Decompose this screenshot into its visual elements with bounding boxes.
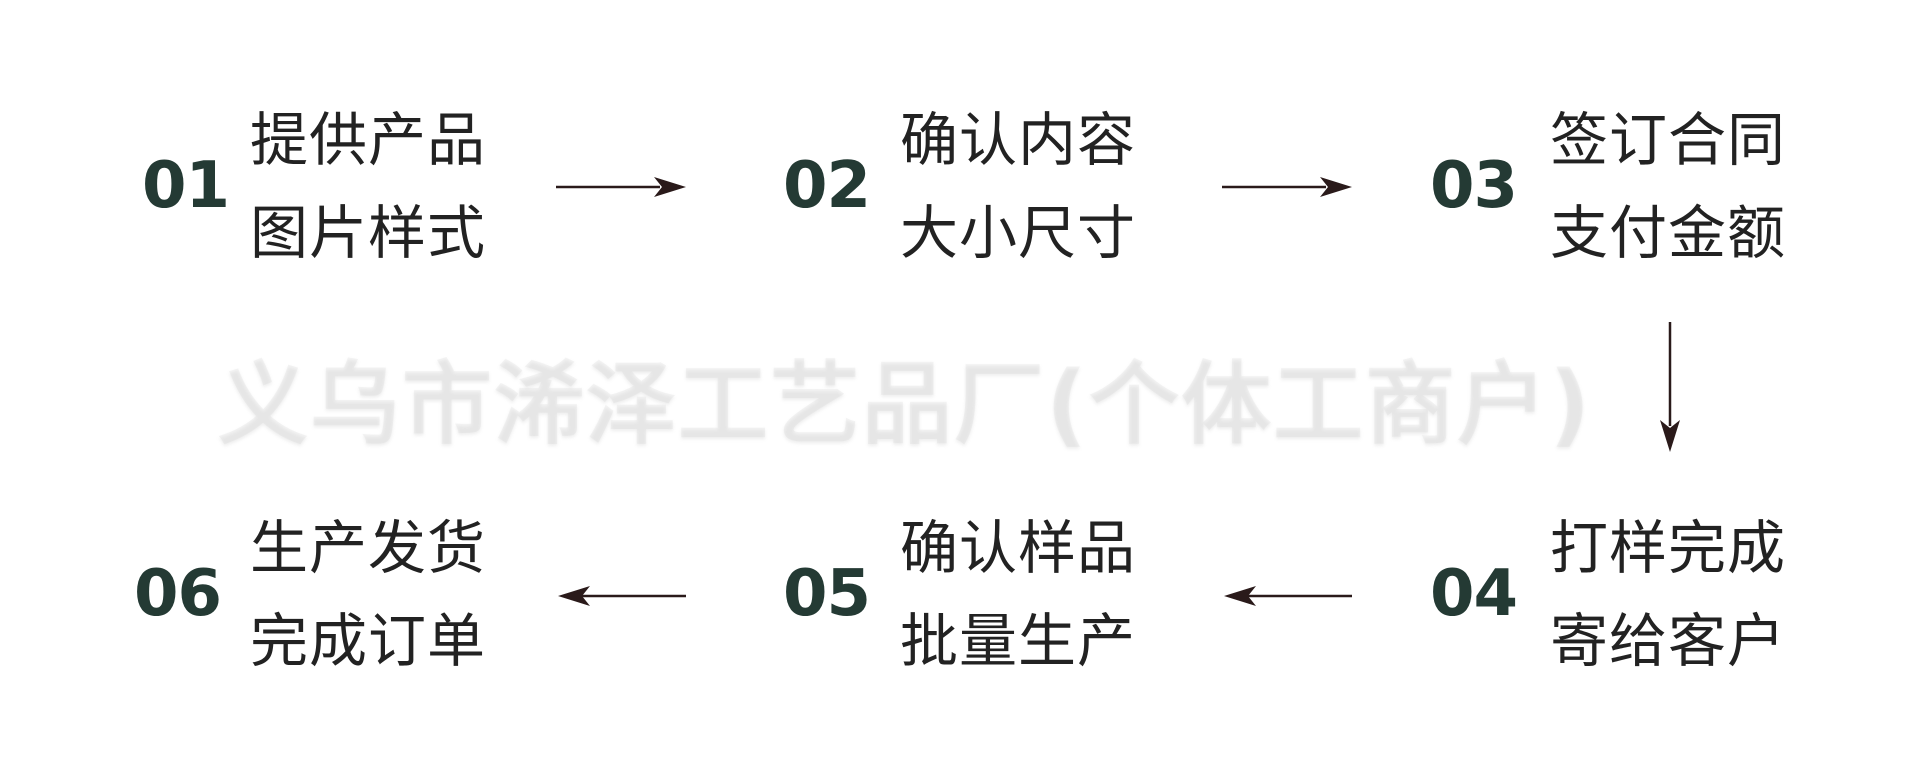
step-label-02: 确认内容 大小尺寸 — [900, 94, 1136, 280]
step-label-05: 确认样品 批量生产 — [900, 502, 1136, 688]
step-label-03-line1: 签订合同 — [1550, 106, 1787, 174]
step-label-06-line2: 完成订单 — [250, 607, 487, 675]
arrow-03-04 — [1660, 322, 1680, 452]
step-label-02-line1: 确认内容 — [900, 106, 1137, 174]
watermark: 义乌市浠泽工艺品厂(个体工商户) — [218, 352, 1593, 457]
step-number-03: 03 — [1430, 149, 1518, 223]
step-label-04-line1: 打样完成 — [1550, 514, 1787, 582]
step-number-05: 05 — [783, 557, 871, 631]
arrow-01-02 — [556, 177, 686, 197]
step-label-06: 生产发货 完成订单 — [250, 502, 486, 688]
step-label-02-line2: 大小尺寸 — [900, 199, 1137, 267]
arrow-05-06 — [558, 586, 686, 606]
step-label-01-line1: 提供产品 — [250, 106, 487, 174]
step-label-05-line2: 批量生产 — [900, 607, 1137, 675]
step-number-06: 06 — [134, 557, 222, 631]
step-label-06-line1: 生产发货 — [250, 514, 487, 582]
step-number-04: 04 — [1430, 557, 1518, 631]
step-number-02: 02 — [783, 149, 871, 223]
step-label-01: 提供产品 图片样式 — [250, 94, 486, 280]
step-number-01: 01 — [142, 149, 230, 223]
step-label-03: 签订合同 支付金额 — [1550, 94, 1786, 280]
arrow-04-05 — [1224, 586, 1352, 606]
step-label-05-line1: 确认样品 — [900, 514, 1137, 582]
arrow-02-03 — [1222, 177, 1352, 197]
step-label-01-line2: 图片样式 — [250, 199, 487, 267]
step-label-04: 打样完成 寄给客户 — [1550, 502, 1786, 688]
step-label-03-line2: 支付金额 — [1550, 199, 1787, 267]
step-label-04-line2: 寄给客户 — [1550, 607, 1787, 675]
